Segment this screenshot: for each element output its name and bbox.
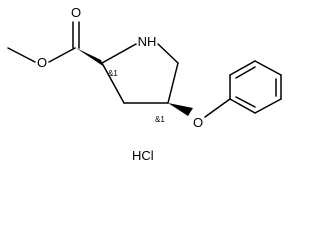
- ether-phenyl-bond: [204, 98, 231, 118]
- ring-bond-n-c5: [157, 43, 179, 64]
- ring-bond-c2-n: [101, 43, 137, 64]
- wedge-bond-c4: [168, 103, 193, 116]
- carbonyl-oxygen-label: O: [71, 5, 81, 20]
- ring-bond-c3-c2: [101, 62, 125, 104]
- nitrogen-label: NH: [138, 34, 157, 49]
- phenyl-bond-5: [254, 98, 282, 114]
- wedge-bond-c2: [76, 48, 103, 66]
- phenyl-inner-bond-1: [235, 66, 256, 79]
- stereo-label-c2: &1: [108, 69, 118, 78]
- structure-diagram: O O NH O &1 &1 HCl: [7, 5, 282, 163]
- ester-oxygen-label: O: [37, 55, 47, 70]
- methyl-o-bond: [7, 47, 36, 63]
- phenyl-bond-2: [229, 60, 256, 76]
- phenyl-inner-bond-3: [235, 96, 256, 108]
- phenyl-bond-3: [254, 60, 282, 76]
- ring-bond-c5-c4: [167, 62, 179, 104]
- ether-oxygen-label: O: [193, 115, 203, 130]
- stereo-label-c4: &1: [155, 115, 165, 124]
- ester-o-carbonyl-bond: [48, 47, 76, 63]
- hcl-salt-label: HCl: [132, 148, 154, 163]
- phenyl-bond-6: [229, 98, 256, 114]
